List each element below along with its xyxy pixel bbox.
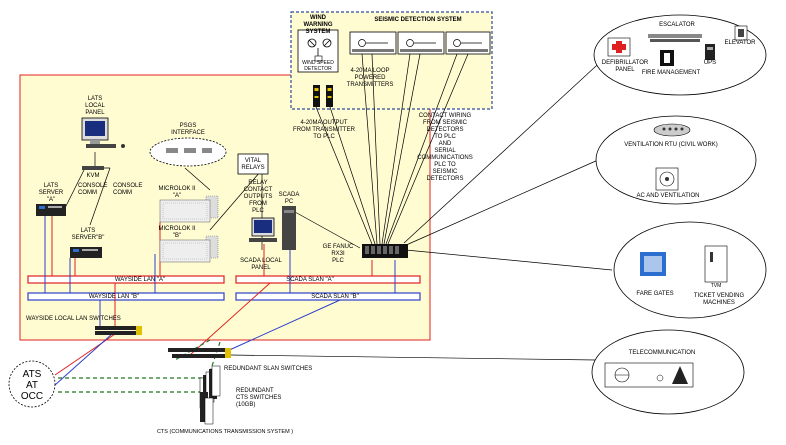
lats-local-panel-label: LATS LOCAL PANEL [85,96,105,116]
elevator-label: ELEVATOR [724,40,756,46]
microlok-a-label: MICROLOK II "A" [158,186,196,199]
wind-speed-detector-label: WIND SPEED DETECTOR [302,60,334,72]
wayside-switches-label: WAYSIDE LOCAL LAN SWITCHES [26,316,121,322]
lats-server-b-icon [70,247,102,258]
ac-unit-icon [655,167,679,191]
redundant-cts-label: REDUNDANT CTS SWITCHES (10GB) [236,388,282,408]
cts-label: CTS (COMMUNICATIONS TRANSMISSION SYSTEM … [156,429,294,435]
ats-occ-label: ATS AT OCC [20,369,44,402]
seismic-detector-icon-3 [445,31,491,55]
seismic-title-label: SEISMIC DETECTION SYSTEM [374,17,462,23]
ventilation-circle [595,115,757,205]
console-comm-2-label: CONSOLE COMM [113,183,143,196]
lats-server-a-icon [36,204,66,216]
scada-lan-a-label: SCADA SLAN "A" [286,277,334,283]
fire-management-icon [660,50,674,66]
lats-server-b-label: LATS SERVER"B" [71,228,105,241]
ats-occ-circle [8,360,56,408]
cts-switch-icon [199,365,221,425]
defibrillator-label: DEFIBRILLATOR PANEL [601,60,649,73]
elevator-icon [734,25,748,41]
fiber-links [58,339,221,393]
ventilation-rtu-label: VENTILATION RTU (CIVIL WORK) [624,142,718,148]
slan-switch-icon [168,348,231,358]
fare-gates-label: FARE GATES [636,291,674,297]
transmitter-icon-2 [326,85,333,107]
ticket-vending-label: TICKET VENDING MACHINES [693,293,745,306]
ge-fanuc-plc-icon [362,244,408,258]
vital-relays-label: VITAL RELAYS [241,158,265,171]
transmitter-icon-1 [313,85,320,107]
loop-transmitters-label: 4-20MA LOOP POWERED TRANSMITTERS [346,68,394,88]
wayside-lan-a-label: WAYSIDE LAN "A" [114,277,166,283]
console-comm-1-label: CONSOLE COMM [78,183,108,196]
kvm-icon [82,166,104,170]
wayside-lan-a-bar [27,275,225,284]
scada-pc-label: SCADA PC [278,192,300,205]
contact-wiring-label: CONTACT WIRING FROM SEISMIC DETECTORS TO… [417,113,473,182]
microlok-b-label: MICROLOK II "B" [158,226,196,239]
vital-relays-box [237,153,269,175]
psgs-interface-label: PSGS INTERFACE [171,123,205,136]
wind-speed-detector-icon [297,29,339,73]
scada-pc-icon [249,206,296,250]
tvm-label: TVM [710,283,722,289]
lan-connections [44,215,396,386]
scada-slan-b-bar [235,292,421,301]
microlok-a-icon [159,195,219,223]
telecommunication-label: TELECOMMUNICATION [628,350,696,356]
ups-icon [705,44,715,60]
scada-slan-b-label: SCADA SLAN "B" [311,294,359,300]
wind-warning-label: WIND WARNING SYSTEM [303,15,333,35]
wayside-switch-icon [95,326,142,335]
lats-monitor-icon [81,117,125,148]
fare-gate-icon [640,252,666,276]
microlok-b-icon [159,235,219,263]
ups-label: UPS [703,60,717,66]
defibrillator-icon [607,37,631,57]
scada-local-panel-label: SCADA LOCAL PANEL [240,258,282,271]
fare-circle [613,221,767,319]
wayside-lan-b-label: WAYSIDE LAN "B" [88,294,140,300]
scada-lan-a-bar [235,275,421,284]
kvm-label: KVM [86,173,100,179]
relay-contact-label: RELAY CONTACT OUTPUTS FROM PLC [243,180,273,214]
seismic-detector-icon-2 [397,31,445,55]
ge-fanuc-label: GE FANUC RX3I PLC [322,244,354,264]
redundant-slan-label: REDUNDANT SLAN SWITCHES [224,366,313,372]
psgs-cloud-icon [149,137,227,167]
plc-wiring [64,53,613,361]
escalator-icon [648,34,702,42]
ventilation-rtu-icon [653,123,691,137]
escalator-label: ESCALATOR [659,22,695,28]
ticket-vending-icon [704,245,728,283]
lats-server-a-label: LATS SERVER "A" [38,183,64,203]
ac-ventilation-label: AC AND VENTILATION [636,193,700,199]
facilities-circle [593,14,767,96]
output-to-plc-label: 4-20MA OUTPUT FROM TRANSMITTER TO PLC [293,120,355,140]
telecom-equipment-icon [604,362,694,388]
wayside-lan-b-bar [27,292,225,301]
seismic-detector-icon-1 [349,31,397,55]
fire-management-label: FIRE MANAGEMENT [641,70,701,76]
